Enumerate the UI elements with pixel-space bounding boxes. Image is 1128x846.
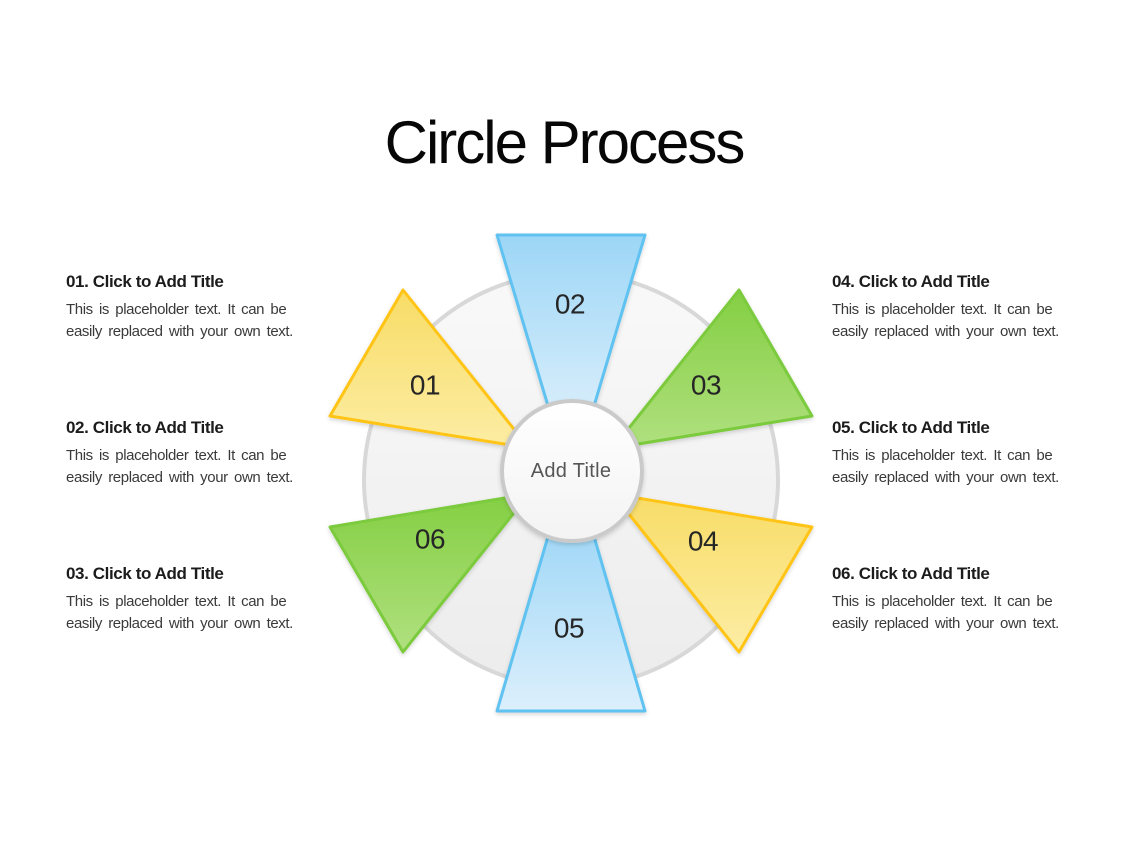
- text-block-heading: 01. Click to Add Title: [66, 272, 224, 291]
- text-block-line: easily replaced with your own text.: [66, 468, 293, 486]
- slide-title[interactable]: Circle Process: [384, 109, 746, 177]
- text-block-line: easily replaced with your own text.: [832, 322, 1059, 340]
- text-block-heading: 02. Click to Add Title: [66, 418, 224, 437]
- text-block-heading: 04. Click to Add Title: [832, 272, 990, 291]
- text-block-heading: 06. Click to Add Title: [832, 564, 990, 583]
- wedge-label-01: 01: [410, 370, 440, 401]
- text-block-06[interactable]: 06. Click to Add Title This is placehold…: [832, 564, 1106, 634]
- center-circle[interactable]: [500, 399, 644, 543]
- text-block-heading: 05. Click to Add Title: [832, 418, 990, 437]
- text-block-line: easily replaced with your own text.: [832, 468, 1059, 486]
- text-block-04[interactable]: 04. Click to Add Title This is placehold…: [832, 272, 1106, 342]
- text-block-line: This is placeholder text. It can be: [66, 593, 287, 610]
- text-block-03[interactable]: 03. Click to Add Title This is placehold…: [66, 564, 340, 634]
- text-block-line: This is placeholder text. It can be: [832, 447, 1053, 464]
- text-block-line: easily replaced with your own text.: [832, 614, 1059, 632]
- text-block-02[interactable]: 02. Click to Add Title This is placehold…: [66, 418, 340, 488]
- text-block-line: This is placeholder text. It can be: [832, 593, 1053, 610]
- wedge-label-03: 03: [691, 370, 721, 401]
- text-block-heading: 03. Click to Add Title: [66, 564, 224, 583]
- wedge-label-06: 06: [415, 524, 445, 555]
- wedge-label-04: 04: [688, 526, 718, 557]
- wedge-label-05: 05: [554, 613, 584, 644]
- wedge-04[interactable]: [611, 492, 814, 654]
- text-block-line: easily replaced with your own text.: [66, 322, 293, 340]
- wedge-01[interactable]: [328, 288, 531, 450]
- wedge-06[interactable]: [328, 492, 531, 654]
- wedge-label-02: 02: [555, 289, 585, 320]
- text-block-line: This is placeholder text. It can be: [66, 301, 287, 318]
- wedge-03[interactable]: [611, 288, 814, 450]
- text-block-01[interactable]: 01. Click to Add Title This is placehold…: [66, 272, 340, 342]
- center-circle-label: Add Title: [531, 460, 612, 482]
- text-block-line: This is placeholder text. It can be: [66, 447, 287, 464]
- text-block-line: easily replaced with your own text.: [66, 614, 293, 632]
- text-block-line: This is placeholder text. It can be: [832, 301, 1053, 318]
- text-block-05[interactable]: 05. Click to Add Title This is placehold…: [832, 418, 1106, 488]
